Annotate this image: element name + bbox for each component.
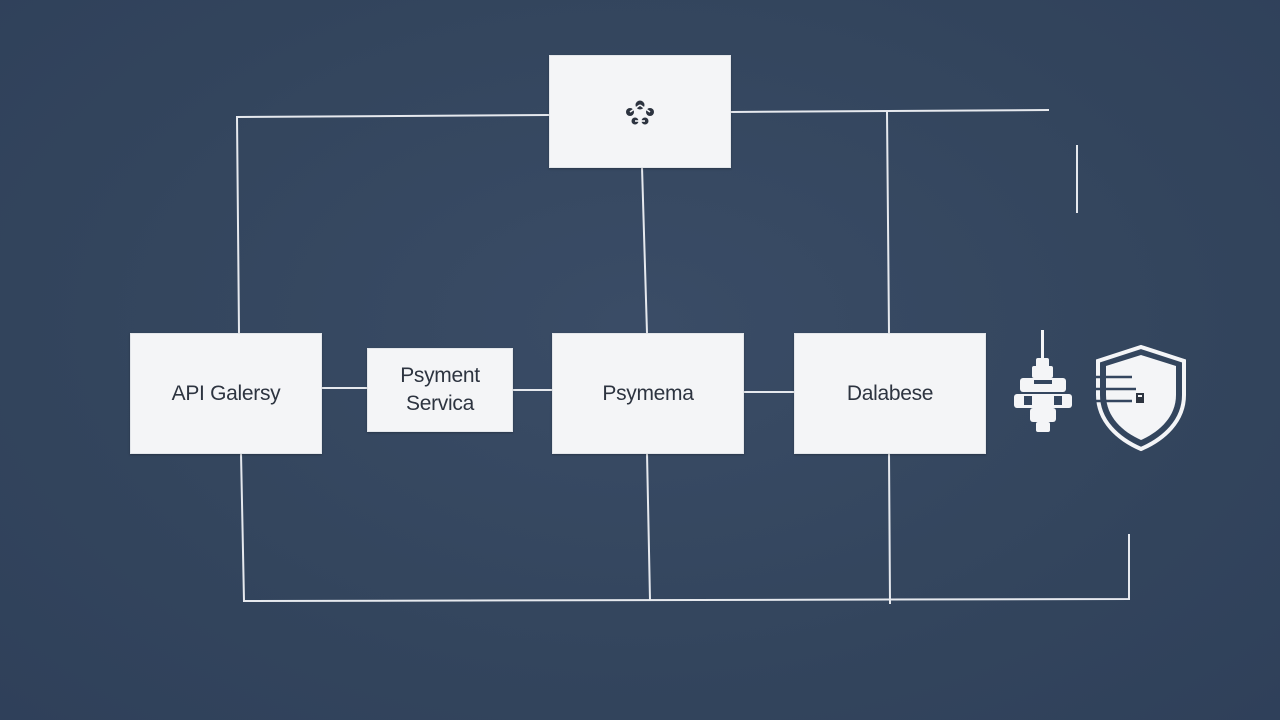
payment-service-label: Psyment Servica [400, 364, 480, 415]
psymema-node[interactable]: Psymema [552, 333, 744, 454]
connector-top-to-right [729, 108, 1050, 114]
api-gateway-label: API Galersy [171, 381, 281, 405]
payment-service-node[interactable]: Psyment Servica [367, 348, 513, 432]
shield-icon [1092, 344, 1186, 452]
connector-database-down [887, 451, 892, 605]
database-node[interactable]: Dalabese [794, 333, 986, 454]
connector-bottom-bus [242, 534, 1130, 603]
connector-psymema-down [645, 451, 652, 602]
connector-api-down [239, 451, 246, 603]
connector-top-to-api-gateway [235, 113, 551, 335]
connector-right-to-database [885, 110, 891, 335]
psymema-label: Psymema [602, 381, 694, 405]
api-gateway-node[interactable]: API Galersy [130, 333, 322, 454]
network-nodes-icon [626, 100, 654, 124]
top-node[interactable] [549, 55, 731, 168]
plug-icon [1014, 330, 1072, 432]
database-label: Dalabese [846, 381, 934, 405]
connector-top-to-psymema [640, 165, 649, 335]
